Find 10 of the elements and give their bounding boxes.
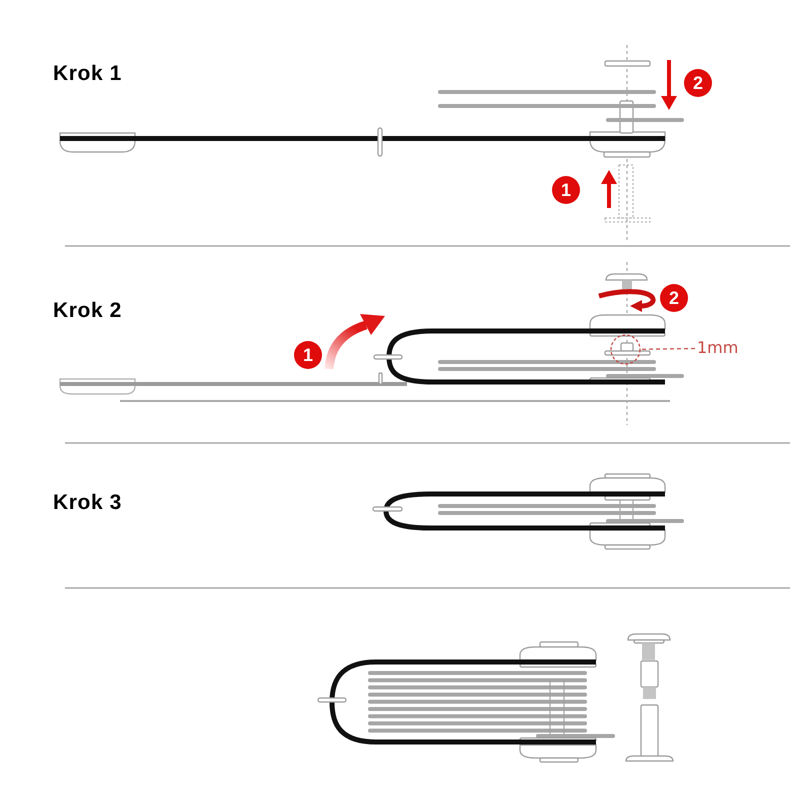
callout-number: 1 <box>294 341 322 369</box>
detail-circle <box>610 334 641 365</box>
callout-number: 2 <box>684 69 712 97</box>
callout-number: 1 <box>552 176 580 204</box>
leader-line <box>642 348 695 350</box>
step-heading: Krok 1 <box>53 62 122 86</box>
step-heading: Krok 2 <box>53 299 122 322</box>
dimension-label: 1mm <box>697 339 738 358</box>
callout-number: 2 <box>660 284 688 312</box>
step-heading: Krok 3 <box>53 491 122 514</box>
